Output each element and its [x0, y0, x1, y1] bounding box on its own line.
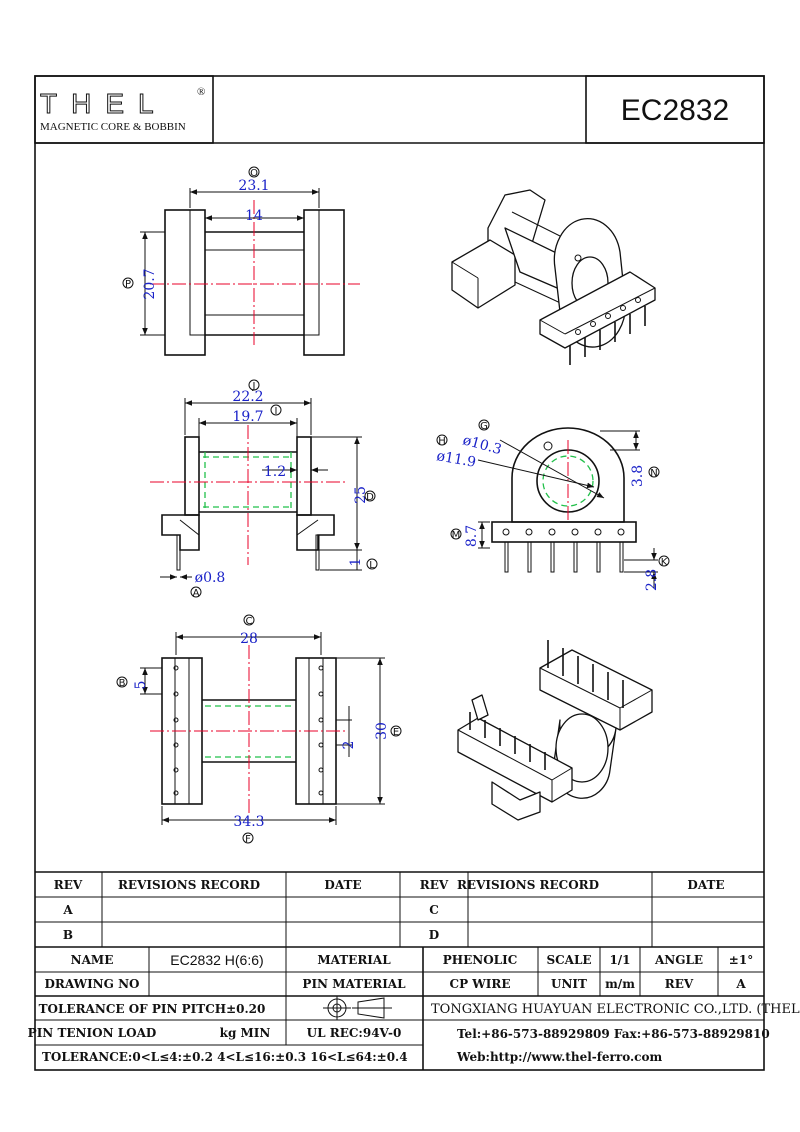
dim-A: ø0.8 — [195, 570, 226, 586]
side-view: ø10.3 G ø11.9 H 3.8 N 8.7 M 2.8 K — [435, 419, 670, 591]
label-C: C — [246, 616, 253, 627]
logo-box — [34, 75, 214, 144]
dim-pitch: 2 — [341, 741, 357, 750]
dim-K: 2.8 — [644, 569, 660, 591]
scale-value: 1/1 — [609, 953, 630, 967]
pin-tension-label: PIN TENION LOAD — [28, 1026, 157, 1040]
label-G: G — [480, 421, 488, 432]
ul-rec: UL REC:94V-0 — [307, 1026, 402, 1040]
drawing-no-label: DRAWING NO — [45, 977, 140, 991]
company-tel: Tel:+86-573-88929809 Fax:+86-573-8892981… — [457, 1027, 770, 1041]
tolerance-text: TOLERANCE:0<L≤4:±0.2 4<L≤16:±0.3 16<L≤64… — [42, 1050, 408, 1064]
label-I: I — [275, 406, 278, 417]
scale-label: SCALE — [546, 953, 591, 967]
isometric-view-bottom — [457, 640, 653, 821]
projection-symbol-icon — [323, 996, 392, 1020]
dim-C: 28 — [240, 631, 258, 647]
angle-value: ±1° — [729, 953, 753, 967]
dim-E: 30 — [374, 722, 390, 740]
rev-b: B — [63, 928, 73, 942]
date-header: DATE — [324, 878, 361, 892]
label-P: P — [125, 279, 131, 290]
unit-value: m/m — [605, 977, 635, 991]
dim-D: 25 — [353, 486, 369, 504]
label-O: O — [250, 168, 258, 179]
rev-value: A — [735, 977, 746, 991]
revisions-header-2: REVISIONS RECORD — [457, 878, 599, 892]
sheet-border — [34, 75, 765, 1071]
thel-logo: THEL ® MAGNETIC CORE & BOBBIN — [40, 86, 206, 133]
top-view: 23.1 O 14 20.7 P — [122, 166, 360, 356]
rev-header-2: REV — [420, 878, 449, 892]
dim-P: 20.7 — [142, 268, 158, 299]
material-value: PHENOLIC — [443, 953, 518, 967]
label-E: E — [393, 727, 399, 738]
bottom-view: 28 C 5 B 2 30 E 34.3 F — [116, 614, 402, 845]
label-M: M — [452, 530, 461, 541]
name-value: EC2832 H(6:6) — [170, 952, 263, 968]
name-label: NAME — [71, 953, 114, 967]
dim-H: ø11.9 — [435, 448, 477, 471]
brand-name: THEL — [40, 88, 168, 119]
front-view: 22.2 J 19.7 I 1.2 25 D 1 L ø0.8 A — [150, 379, 378, 599]
dim-I: 19.7 — [232, 409, 263, 425]
unit-label: UNIT — [551, 977, 587, 991]
label-K: K — [661, 557, 668, 568]
registered-mark: ® — [197, 86, 205, 98]
rev-c: C — [429, 903, 439, 917]
label-H: H — [438, 436, 446, 447]
material-label: MATERIAL — [317, 953, 391, 967]
dim-F: 34.3 — [233, 814, 264, 830]
dim-top-width: 14 — [245, 208, 263, 224]
company-name: TONGXIANG HUAYUAN ELECTRONIC CO.,LTD. (T… — [431, 1002, 800, 1017]
label-D: D — [366, 492, 374, 503]
rev-d: D — [429, 928, 439, 942]
pin-material-label: PIN MATERIAL — [302, 977, 406, 991]
title-box — [585, 75, 765, 144]
title-block: REV REVISIONS RECORD DATE REV REVISIONS … — [28, 871, 800, 1070]
tolerance-pitch: TOLERANCE OF PIN PITCH±0.20 — [39, 1002, 266, 1016]
brand-tagline: MAGNETIC CORE & BOBBIN — [40, 121, 186, 133]
label-N: N — [650, 468, 657, 479]
angle-label: ANGLE — [654, 953, 703, 967]
revisions-header: REVISIONS RECORD — [118, 878, 260, 892]
label-J: J — [252, 381, 256, 392]
dim-N: 3.8 — [630, 465, 646, 487]
dim-J: 22.2 — [232, 389, 263, 405]
label-L: L — [369, 560, 375, 571]
rev-label: REV — [665, 977, 694, 991]
dim-B: 5 — [133, 681, 149, 690]
label-F: F — [245, 834, 251, 845]
isometric-view-top — [451, 189, 656, 365]
pin-material-value: CP WIRE — [450, 977, 511, 991]
label-B: B — [119, 678, 126, 689]
company-web: Web:http://www.thel-ferro.com — [456, 1050, 662, 1064]
dim-gap: 1.2 — [264, 464, 286, 480]
dim-L: 1 — [348, 558, 364, 567]
part-number-title: EC2832 — [621, 94, 729, 127]
dim-O: 23.1 — [238, 178, 269, 194]
date-header-2: DATE — [687, 878, 724, 892]
dim-M: 8.7 — [464, 525, 480, 547]
pin-tension-unit: kg MIN — [220, 1026, 271, 1040]
rev-header: REV — [54, 878, 83, 892]
rev-a: A — [62, 903, 73, 917]
label-A: A — [193, 588, 200, 599]
